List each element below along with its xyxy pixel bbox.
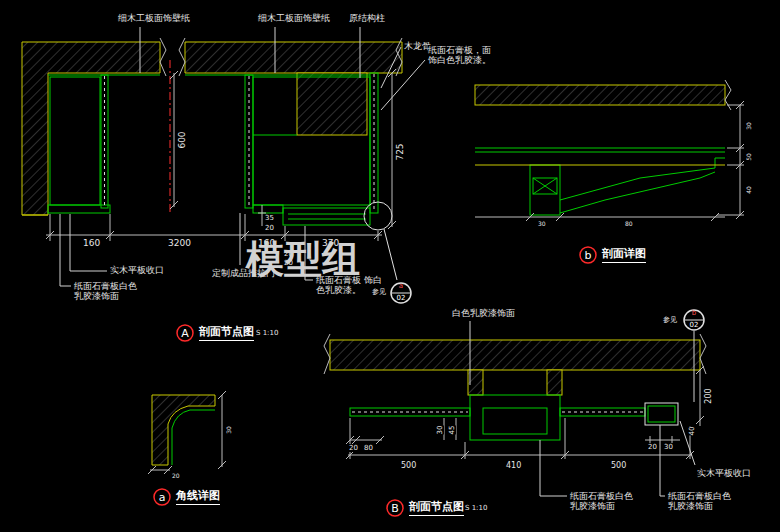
- material-note: 实木平板收口: [110, 265, 164, 275]
- dimension-value: 725: [395, 143, 405, 160]
- drawing-title-marker: a 角线详图: [153, 488, 220, 506]
- dimension-value: 80: [625, 221, 633, 228]
- marker-circle: a: [153, 488, 171, 506]
- dimension-value: 160: [83, 238, 100, 248]
- sheet-number: 02: [390, 295, 412, 302]
- watermark: 模型组: [246, 238, 360, 282]
- dimension-value: 30: [538, 221, 546, 228]
- material-note: 细木工板面饰壁纸: [118, 13, 190, 23]
- dimension-value: 20: [172, 473, 180, 480]
- reference-note: 参见: [663, 316, 677, 324]
- detail-letter: b: [579, 250, 597, 261]
- dimension-value: 20: [265, 224, 274, 232]
- dimension-value: 30: [226, 426, 233, 434]
- dimension-value: 500: [401, 461, 416, 470]
- scale-note: S 1:10: [256, 329, 278, 337]
- dimension-value: 20: [349, 444, 358, 452]
- marker-circle: b 02: [683, 309, 705, 331]
- material-note: 纸面石膏板白色 乳胶漆饰面: [570, 491, 636, 512]
- marker-circle: b: [579, 246, 597, 264]
- sheet-number: 02: [683, 322, 705, 329]
- cornice-detail: [148, 391, 226, 474]
- section-reference-marker: a 02: [390, 282, 412, 304]
- detail-letter: b: [683, 310, 705, 317]
- material-note: 纸面石膏板白色 乳胶漆饰面: [74, 281, 140, 302]
- drawing-title: 剖面节点图: [409, 500, 464, 515]
- material-note: 木龙骨: [404, 41, 431, 51]
- dimension-value: 200: [704, 388, 713, 403]
- drawing-title: 角线详图: [176, 489, 220, 504]
- dimension-value: 80: [364, 444, 373, 452]
- material-note: 实木平板收口: [697, 468, 751, 478]
- marker-circle: A: [176, 324, 194, 342]
- drawing-title-marker: B 剖面节点图: [386, 499, 464, 517]
- section-reference-marker: b 02: [683, 309, 705, 331]
- dimension-value: 40: [746, 186, 753, 194]
- material-note: 原结构柱: [349, 13, 385, 23]
- dimension-value: 45: [448, 426, 456, 435]
- dimension-value: 410: [506, 461, 521, 470]
- material-note: 细木工板面饰壁纸: [258, 13, 330, 23]
- marker-circle: B: [386, 499, 404, 517]
- dimension-value: 30: [746, 122, 753, 130]
- material-note: 白色乳胶漆饰面: [452, 308, 515, 318]
- dimension-value: 600: [177, 131, 187, 148]
- dimension-value: 500: [611, 461, 626, 470]
- drawing-title: 剖面详图: [602, 247, 646, 262]
- scale-note: S 1:10: [465, 504, 487, 512]
- dimension-value: 50: [746, 153, 753, 161]
- dimension-value: 20: [648, 443, 657, 451]
- dimension-value: 30: [436, 426, 444, 435]
- dimension-value: 3200: [168, 238, 191, 248]
- section-b-drawing: [324, 321, 706, 496]
- detail-letter: B: [386, 503, 404, 514]
- material-note: 纸面石膏板，面 饰白色乳胶漆。: [428, 45, 498, 66]
- drawing-title: 剖面节点图: [199, 325, 254, 340]
- reference-note: 参见: [372, 288, 386, 296]
- detail-letter: a: [153, 492, 171, 503]
- dimension-value: 40: [688, 427, 696, 436]
- section-a-drawing: [22, 27, 425, 286]
- drawing-title-marker: b 剖面详图: [579, 246, 646, 264]
- detail-letter: a: [390, 283, 412, 290]
- section-b-detail: [475, 80, 744, 221]
- detail-letter: A: [176, 328, 194, 339]
- dimension-value: 35: [265, 214, 274, 222]
- drawing-title-marker: A 剖面节点图: [176, 324, 254, 342]
- marker-circle: a 02: [390, 282, 412, 304]
- material-note: 纸面石膏板白色 乳胶漆饰面: [668, 491, 734, 512]
- dimension-value: 30: [664, 443, 673, 451]
